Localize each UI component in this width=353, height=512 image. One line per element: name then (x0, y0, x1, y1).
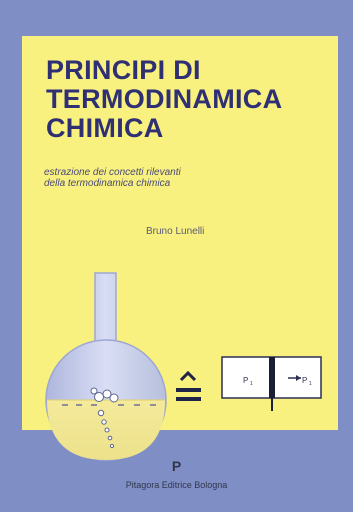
author-name: Bruno Lunelli (146, 226, 205, 237)
subtitle-line-1: estrazione dei concetti rilevanti (44, 167, 181, 178)
publisher-name: Pitagora Editrice Bologna (125, 480, 228, 490)
left-pressure-label: P (243, 376, 248, 385)
book-subtitle: estrazione dei concetti rilevanti della … (44, 167, 274, 189)
title-line-2: TERMODINAMICA (46, 84, 283, 114)
left-pressure-subscript: 1 (250, 381, 253, 387)
pressure-chamber (221, 356, 322, 411)
title-line-1: PRINCIPI DI (46, 55, 201, 85)
publisher-logo: P (171, 458, 182, 474)
subtitle-line-2: della termodinamica chimica (44, 178, 171, 189)
right-pressure-subscript: 1 (309, 381, 312, 387)
equivalence-symbol (176, 370, 201, 401)
right-pressure-label: P (302, 376, 307, 385)
gas-bubbles (90, 387, 119, 449)
title-line-3: CHIMICA (46, 113, 164, 143)
book-title: PRINCIPI DI TERMODINAMICA CHIMICA (46, 56, 336, 143)
